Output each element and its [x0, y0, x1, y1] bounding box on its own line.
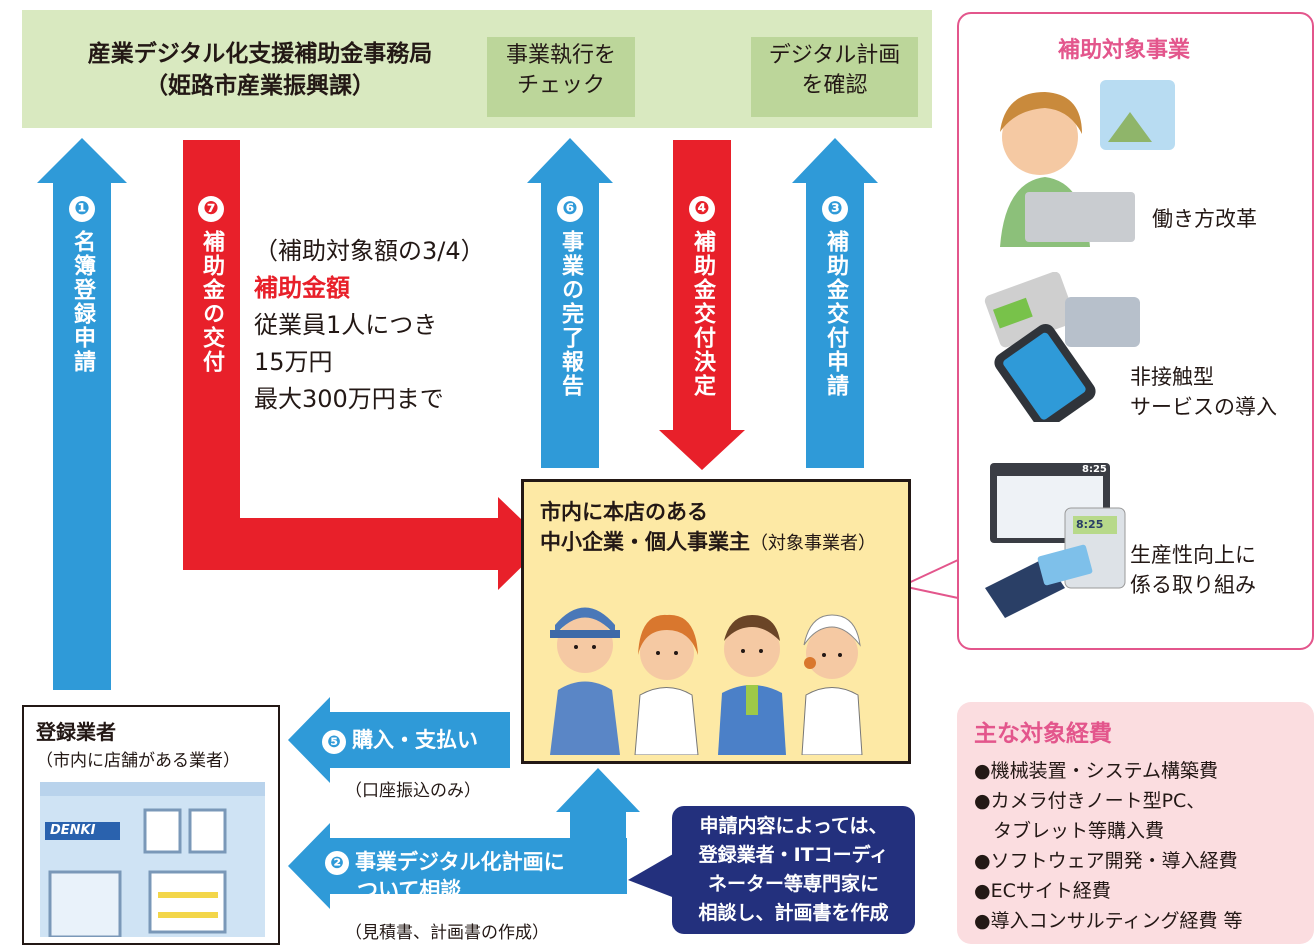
costs-title: 主な対象経費	[974, 721, 1112, 747]
vendor-title: 登録業者	[36, 720, 116, 744]
feature-productivity: 生産性向上に 係る取り組み	[1130, 543, 1256, 597]
check-box: 事業執行を チェック	[487, 37, 635, 117]
feature-contactless: 非接触型 サービスの導入	[1130, 365, 1277, 419]
target-title: 市内に本店のある 中小企業・個人事業主（対象事業者）	[540, 500, 876, 554]
store-sign: DENKI	[50, 823, 96, 838]
cost-item: ●ソフトウェア開発・導入経費	[974, 850, 1238, 872]
subsidy-info: （補助対象額の3/4） 補助金額 従業員1人につき 15万円 最大300万円まで	[254, 237, 485, 413]
arrow-4-label: ❹ 補助金交付決定	[689, 196, 715, 398]
main-costs-panel	[957, 702, 1314, 944]
arrow-6	[527, 138, 613, 468]
arrow-2	[288, 823, 627, 909]
arrow-1-label: ❶ 名簿登録申請	[69, 196, 95, 374]
arrow-7	[183, 140, 546, 590]
side-panel-title: 補助対象事業	[1058, 38, 1191, 63]
arrow-1	[37, 138, 127, 690]
arrow-5-note: （口座振込のみ）	[345, 781, 481, 801]
cashless-illustration	[984, 272, 1140, 422]
remote-work-illustration	[1000, 80, 1175, 247]
vendor-subtitle: （市内に店舗がある業者）	[36, 751, 240, 771]
store-illustration	[40, 782, 265, 937]
arrow-5	[288, 697, 510, 783]
clock-display-1: 8:25	[1082, 464, 1107, 475]
clock-display-2: 8:25	[1076, 518, 1104, 531]
arrow-3	[792, 138, 878, 468]
arrow-6-label: ❻ 事業の完了報告	[557, 196, 583, 398]
consultation-note: 申請内容によっては、 登録業者・ITコーディ ネーター等専門家に 相談し、計画書…	[672, 806, 915, 934]
arrow-4	[659, 140, 745, 470]
office-title: 産業デジタル化支援補助金事務局 （姫路市産業振興課）	[87, 41, 433, 99]
arrow-2-rise	[556, 768, 640, 838]
cost-item: ●カメラ付きノート型PC、	[974, 790, 1206, 812]
costs-list: ●機械装置・システム構築費 ●カメラ付きノート型PC、 タブレット等購入費 ●ソ…	[974, 756, 1242, 936]
cost-item: ●ECサイト経費	[974, 880, 1111, 902]
cost-item: ●機械装置・システム構築費	[974, 760, 1219, 782]
note-pointer	[628, 850, 680, 900]
feature-work-style: 働き方改革	[1152, 207, 1257, 231]
cost-item: ●導入コンサルティング経費 等	[974, 910, 1243, 932]
arrow-7-label: ❼ 補助金の交付	[198, 196, 224, 374]
arrow-2-note: （見積書、計画書の作成）	[345, 923, 549, 943]
cost-item: タブレット等購入費	[974, 820, 1165, 842]
arrow-3-label: ❸ 補助金交付申請	[822, 196, 848, 398]
workers-illustration	[550, 607, 863, 755]
confirm-box: デジタル計画 を確認	[751, 37, 918, 117]
productivity-illustration	[985, 463, 1126, 618]
